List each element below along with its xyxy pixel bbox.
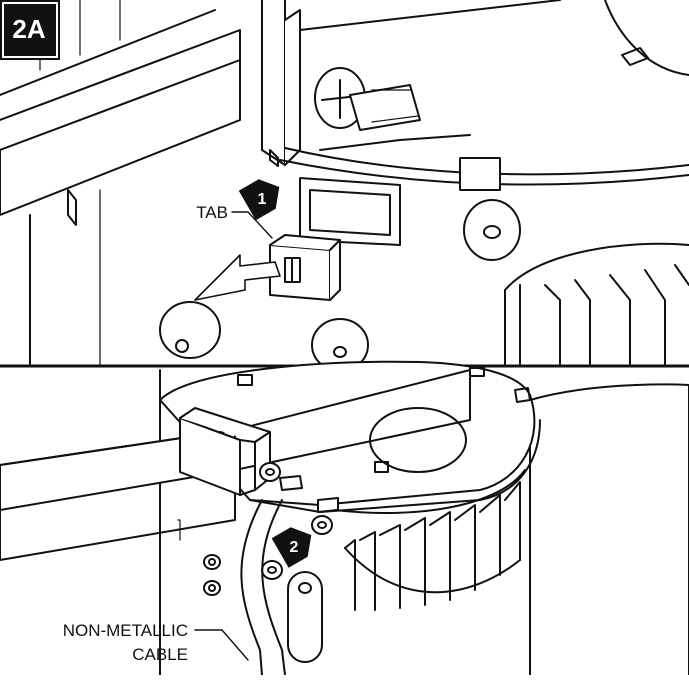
cable-leader-line — [194, 629, 249, 661]
callout-1: 1 — [238, 179, 280, 221]
mounting-post — [261, 0, 286, 166]
housing-rim — [279, 159, 689, 186]
step-badge-label: 2A — [12, 14, 46, 44]
plate-opening — [369, 407, 467, 473]
screw-lower — [259, 462, 303, 491]
top-panel — [0, 0, 689, 372]
support-beam — [0, 59, 241, 216]
step-badge: 2A — [0, 0, 60, 60]
cable-label-line1: NON-METALLIC — [63, 621, 188, 640]
cable-clamp-pill — [287, 571, 323, 663]
cable-line-right — [261, 499, 286, 676]
pull-direction-arrow — [194, 254, 281, 301]
bottom-panel — [0, 360, 689, 676]
grommet-lower-left — [159, 301, 221, 359]
cable-line-left — [240, 499, 263, 676]
step-badge-box — [0, 0, 60, 60]
blower-fins-lower — [334, 469, 526, 611]
grommet-upper-right — [463, 199, 521, 261]
tab-leader-line — [231, 211, 273, 239]
tab-label: TAB — [196, 203, 228, 222]
screw-top — [314, 67, 421, 131]
tab-part — [269, 234, 341, 301]
blower-fins — [504, 242, 689, 367]
cable-label-line2: CABLE — [132, 645, 188, 664]
callout-1-number: 1 — [258, 191, 267, 208]
callout-2: 2 — [271, 527, 312, 568]
callout-2-number: 2 — [290, 539, 299, 556]
